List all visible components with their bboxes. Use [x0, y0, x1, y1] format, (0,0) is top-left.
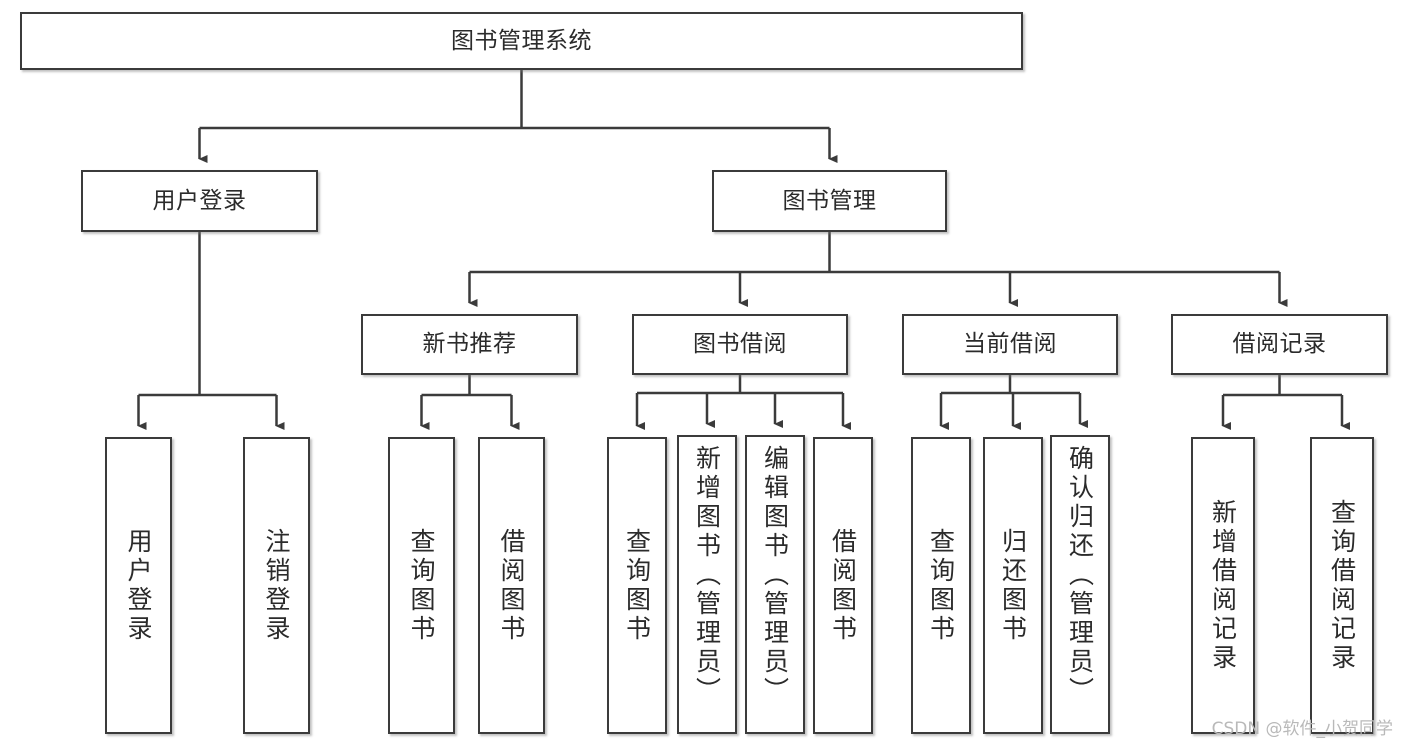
- leaf-logout-label: 注销登录: [262, 527, 291, 644]
- leaf-query-book-recommend-label: 查询图书: [407, 527, 436, 644]
- node-new-book-recommend-label: 新书推荐: [422, 331, 517, 358]
- node-borrow-record-label: 借阅记录: [1232, 331, 1327, 358]
- leaf-query-book-borrow[interactable]: 查询图书: [607, 437, 667, 734]
- leaf-user-login-label: 用户登录: [124, 527, 153, 644]
- leaf-logout[interactable]: 注销登录: [243, 437, 310, 734]
- leaf-query-book-borrow-label: 查询图书: [622, 527, 652, 644]
- leaf-borrow-book-recommend-label: 借阅图书: [497, 527, 526, 644]
- csdn-watermark: CSDN @软件_小贺同学: [1211, 719, 1393, 739]
- node-user-login-label: 用户登录: [152, 187, 247, 214]
- leaf-edit-book-label: 编辑图书（管理员）: [760, 445, 790, 706]
- leaf-confirm-return-label: 确认归还（管理员）: [1065, 445, 1095, 706]
- leaf-add-book[interactable]: 新增图书（管理员）: [677, 435, 737, 734]
- leaf-query-book-recommend[interactable]: 查询图书: [388, 437, 455, 734]
- node-current-borrow-label: 当前借阅: [963, 331, 1057, 358]
- node-book-manage-label: 图书管理: [782, 187, 877, 214]
- leaf-edit-book[interactable]: 编辑图书（管理员）: [745, 435, 805, 734]
- node-book-manage[interactable]: 图书管理: [712, 170, 947, 232]
- leaf-query-borrow-record-label: 查询借阅记录: [1327, 498, 1357, 673]
- node-new-book-recommend[interactable]: 新书推荐: [361, 314, 578, 375]
- leaf-return-book[interactable]: 归还图书: [983, 437, 1043, 734]
- leaf-borrow-book[interactable]: 借阅图书: [813, 437, 873, 734]
- leaf-query-book-current[interactable]: 查询图书: [911, 437, 971, 734]
- leaf-add-borrow-record-label: 新增借阅记录: [1208, 498, 1238, 673]
- leaf-add-borrow-record[interactable]: 新增借阅记录: [1191, 437, 1255, 734]
- leaf-add-book-label: 新增图书（管理员）: [692, 445, 722, 706]
- leaf-user-login[interactable]: 用户登录: [105, 437, 172, 734]
- node-book-borrow-label: 图书借阅: [693, 331, 787, 358]
- node-root-label: 图书管理系统: [451, 27, 592, 54]
- leaf-query-borrow-record[interactable]: 查询借阅记录: [1310, 437, 1374, 734]
- node-user-login[interactable]: 用户登录: [81, 170, 318, 232]
- node-root[interactable]: 图书管理系统: [20, 12, 1023, 70]
- leaf-query-book-current-label: 查询图书: [926, 527, 956, 644]
- leaf-borrow-book-label: 借阅图书: [828, 527, 858, 644]
- node-current-borrow[interactable]: 当前借阅: [902, 314, 1118, 375]
- leaf-borrow-book-recommend[interactable]: 借阅图书: [478, 437, 545, 734]
- leaf-return-book-label: 归还图书: [998, 527, 1028, 644]
- node-book-borrow[interactable]: 图书借阅: [632, 314, 848, 375]
- leaf-confirm-return[interactable]: 确认归还（管理员）: [1050, 435, 1110, 734]
- node-borrow-record[interactable]: 借阅记录: [1171, 314, 1388, 375]
